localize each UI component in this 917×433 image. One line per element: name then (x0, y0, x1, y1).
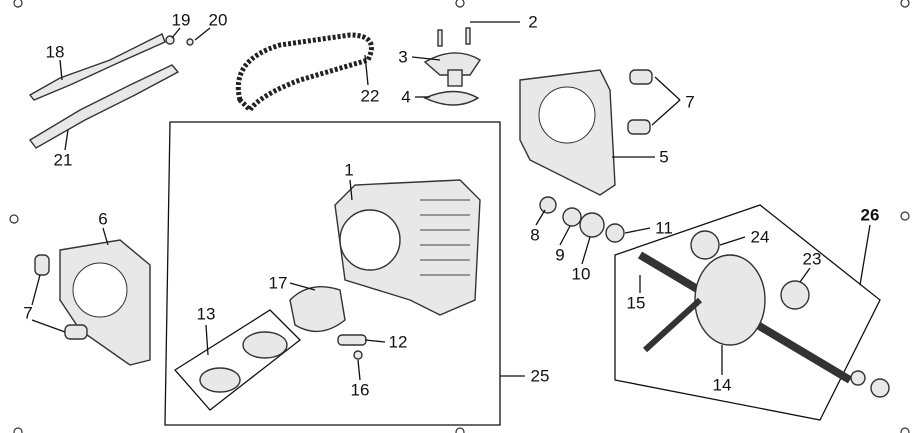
callout-5: 5 (659, 147, 669, 167)
callout-21: 21 (53, 150, 73, 170)
piston-rings-13 (174, 309, 301, 411)
callout-11: 11 (655, 218, 673, 238)
tensioner-3 (423, 27, 481, 106)
piston-17 (289, 286, 346, 333)
callout-6: 6 (98, 209, 108, 229)
callout-15: 15 (626, 293, 646, 313)
cylinder-1 (334, 179, 481, 316)
bearing-24 (690, 230, 720, 260)
callout-16: 16 (350, 380, 370, 400)
callout-7-top: 7 (685, 92, 695, 112)
leader-lines (31, 21, 871, 381)
bolt-19-20 (165, 35, 194, 46)
bearing-parts (539, 196, 625, 243)
chain-tensioner-21 (28, 64, 180, 149)
callout-24: 24 (750, 227, 770, 247)
callout-3: 3 (398, 47, 408, 67)
callout-2: 2 (528, 12, 538, 32)
nut-washer (850, 370, 890, 398)
callout-4: 4 (401, 87, 411, 107)
head-gasket-5 (519, 69, 616, 196)
cam-chain-22 (235, 32, 374, 114)
callout-18: 18 (45, 42, 65, 62)
callout-12: 12 (388, 332, 408, 352)
callout-10: 10 (571, 264, 591, 284)
callout-26: 26 (860, 205, 880, 225)
callout-8: 8 (530, 225, 540, 245)
chain-guide-18 (28, 33, 166, 101)
callout-1: 1 (344, 160, 354, 180)
callout-17: 17 (268, 273, 288, 293)
base-gasket-6 (59, 239, 151, 366)
callout-13: 13 (196, 304, 216, 324)
assembly-frame-25 (164, 121, 501, 426)
callout-22: 22 (360, 86, 380, 106)
callout-25: 25 (530, 366, 550, 386)
crankshaft-frame-26 (614, 204, 881, 421)
clip-16 (353, 350, 363, 360)
registration-marks (9, 0, 910, 433)
callout-9: 9 (555, 245, 565, 265)
crankshaft-14 (637, 251, 853, 384)
callout-14: 14 (712, 375, 732, 395)
callout-19: 19 (171, 10, 191, 30)
piston-pin-12 (337, 334, 367, 346)
bearing-23 (780, 280, 810, 310)
callout-7-left: 7 (23, 303, 33, 323)
dowel-pins-7a (627, 69, 653, 135)
callout-23: 23 (802, 249, 822, 269)
callout-20: 20 (208, 10, 228, 30)
